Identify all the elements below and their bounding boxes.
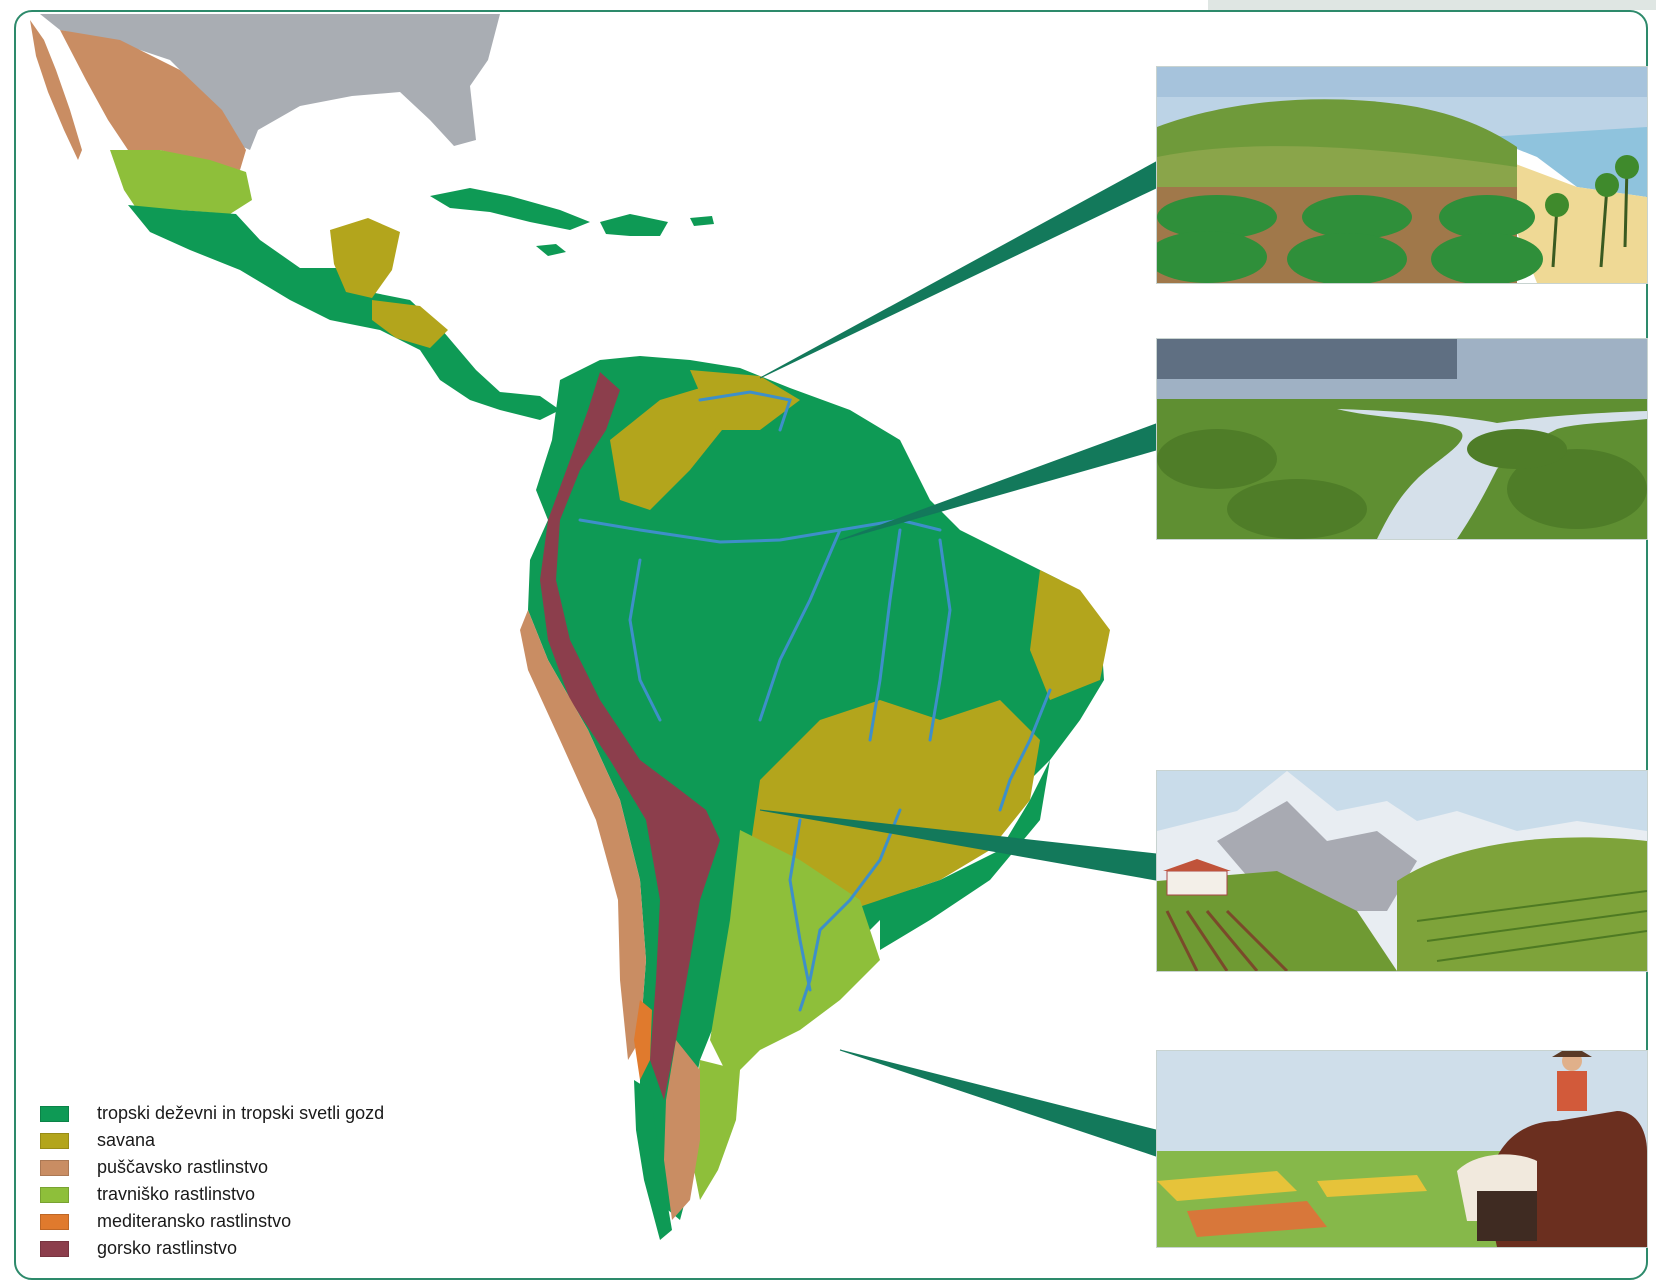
llanos-savanna — [610, 388, 730, 510]
legend-swatch-mediterranean — [40, 1213, 69, 1230]
legend-label-grassland: travniško rastlinstvo — [97, 1184, 256, 1204]
leader-line-plantation — [759, 161, 1157, 379]
rainforest-river-illustration — [1156, 338, 1648, 540]
mexico-grassland — [110, 150, 252, 214]
cerrado-savanna — [750, 700, 1040, 920]
paraguay-river — [788, 818, 812, 992]
puerto-rico-island — [690, 216, 714, 226]
legend-item-desert: puščavsko rastlinstvo — [40, 1154, 460, 1181]
tropical-plantation-coast-illustration — [1156, 66, 1648, 284]
chile-mediterranean — [634, 1000, 652, 1080]
orinoco-river — [698, 390, 792, 432]
leader-line-pampas — [839, 1049, 1157, 1157]
legend-label-tropical-forest: tropski deževni in tropski svetli gozd — [97, 1103, 385, 1123]
legend-swatch-tropical-forest — [40, 1105, 69, 1122]
legend-label-desert: puščavsko rastlinstvo — [97, 1157, 269, 1177]
madeira-river — [758, 528, 842, 722]
central-america-savanna — [372, 300, 448, 348]
andes-mountain-vegetation — [540, 372, 720, 1100]
coastal-desert — [520, 610, 646, 1060]
sao-francisco-river — [998, 688, 1052, 812]
jamaica-island — [536, 244, 566, 256]
pampas-grassland — [710, 830, 880, 1080]
river-network — [578, 390, 1052, 1012]
tapajos-river — [868, 528, 902, 742]
ucayali-river — [628, 558, 662, 722]
legend-label-mediterranean: mediteransko rastlinstvo — [97, 1211, 292, 1231]
pampas-gaucho-cattle-illustration — [1156, 1050, 1648, 1248]
vegetation-legend: tropski deževni in tropski svetli gozd s… — [40, 1100, 460, 1262]
patagonia-desert — [664, 1040, 700, 1220]
southern-chile-forest — [634, 1080, 672, 1240]
cuba-island — [430, 188, 590, 230]
leader-lines — [759, 161, 1157, 1157]
legend-swatch-grassland — [40, 1186, 69, 1203]
northeast-brazil-savanna — [1030, 570, 1110, 700]
legend-label-mountain: gorsko rastlinstvo — [97, 1238, 238, 1258]
legend-item-mediterranean: mediteransko rastlinstvo — [40, 1208, 460, 1235]
mexico-desert-region — [60, 30, 246, 170]
top-tab-strip — [1208, 0, 1656, 10]
atlantic-forest — [880, 760, 1050, 950]
patagonia-grassland — [690, 1060, 740, 1200]
legend-item-savanna: savana — [40, 1127, 460, 1154]
legend-label-savanna: savana — [97, 1130, 156, 1150]
guiana-savanna — [690, 370, 800, 430]
legend-item-mountain: gorsko rastlinstvo — [40, 1235, 460, 1262]
north-america-landmass — [40, 14, 500, 150]
legend-swatch-savanna — [40, 1132, 69, 1149]
legend-item-grassland: travniško rastlinstvo — [40, 1181, 460, 1208]
legend-swatch-desert — [40, 1159, 69, 1176]
legend-item-tropical-forest: tropski deževni in tropski svetli gozd — [40, 1100, 460, 1127]
central-america-forest — [128, 205, 560, 420]
hispaniola-island — [600, 214, 668, 236]
andean-mountain-terraces-illustration — [1156, 770, 1648, 972]
baja-california — [30, 20, 82, 160]
xingu-river — [928, 538, 952, 742]
legend-swatch-mountain — [40, 1240, 69, 1257]
yucatan-savanna — [330, 218, 400, 298]
